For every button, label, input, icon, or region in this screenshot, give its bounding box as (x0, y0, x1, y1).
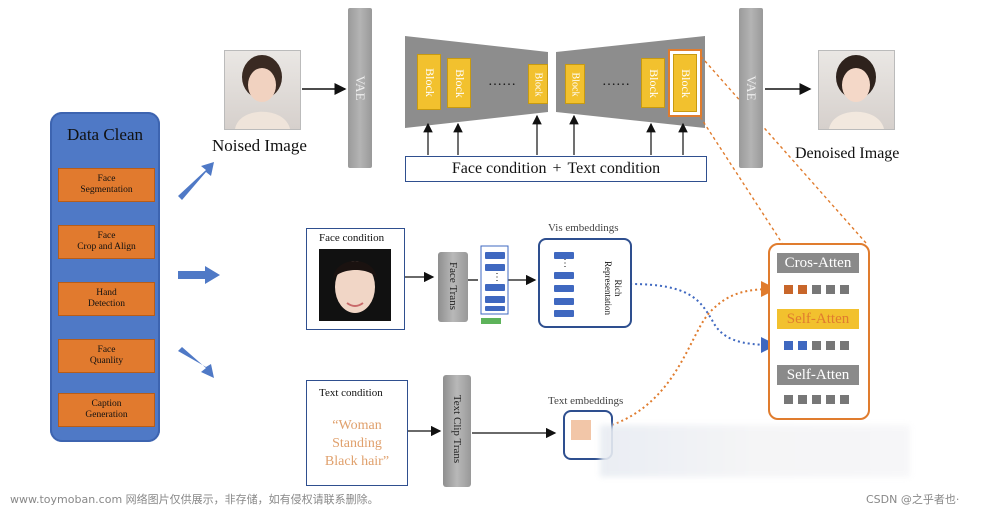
rich-representation-label: Rich Representation (602, 261, 623, 315)
data-clean-item-face-segmentation: Face Segmentation (58, 168, 155, 202)
encoder-ellipsis: …… (488, 74, 516, 89)
vae-decoder-label: VAE (744, 75, 759, 101)
text-token (571, 420, 591, 440)
face-trans-module: Face Trans (438, 252, 468, 322)
vis-embeddings-label: Vis embeddings (548, 222, 619, 234)
decoder-ellipsis: …… (602, 74, 630, 89)
unet-block-6-highlighted: Block (673, 54, 697, 112)
vae-encoder-label: VAE (353, 75, 368, 101)
condition-bar: Face condition + Text condition (405, 156, 707, 182)
text-condition-box: Text condition “Woman Standing Black hai… (306, 380, 408, 486)
face-condition-title: Face condition (319, 232, 385, 244)
data-clean-item-face-crop-align: Face Crop and Align (58, 225, 155, 259)
noised-image (224, 50, 301, 130)
text-embeddings-label: Text embeddings (548, 395, 624, 407)
data-clean-panel (50, 112, 160, 442)
text-clip-trans-label: Text Clip Trans (451, 394, 463, 464)
data-clean-item-caption-generation: Caption Generation (58, 393, 155, 427)
face-condition-image (319, 249, 391, 321)
condition-text: Text condition (567, 160, 661, 177)
text-condition-title: Text condition (319, 387, 383, 399)
face-token-column: ⋮ (482, 248, 508, 314)
noised-image-label: Noised Image (212, 136, 307, 155)
denoised-image-label: Denoised Image (795, 145, 900, 162)
blurred-region (600, 425, 910, 477)
text-clip-trans-module: Text Clip Trans (443, 375, 471, 487)
unet-decoder (556, 36, 705, 128)
vae-encoder: VAE (348, 8, 372, 168)
denoised-image (818, 50, 895, 130)
unet-block-3: Block (528, 64, 548, 104)
vis-embeddings-box: ⋮ Rich Representation (538, 238, 632, 328)
unet-block-4: Block (565, 64, 585, 104)
self-attention-label-1: Self-Atten (777, 309, 859, 329)
watermark-left: www.toymoban.com 网络图片仅供展示，非存储，如有侵权请联系删除。 (10, 493, 379, 506)
text-prompt: “Woman Standing Black hair” (324, 418, 390, 469)
attention-panel: Cros-Atten Self-Atten Self-Atten (768, 243, 870, 420)
unet-block-2: Block (447, 58, 471, 108)
data-clean-item-face-quality: Face Quanlity (58, 339, 155, 373)
self-attention-label-2: Self-Atten (777, 365, 859, 385)
vae-decoder: VAE (739, 8, 763, 168)
condition-plus: + (552, 160, 562, 177)
data-clean-title: Data Clean (67, 125, 143, 144)
condition-face: Face condition (451, 160, 547, 177)
data-clean-item-hand-detection: Hand Detection (58, 282, 155, 316)
watermark-right: CSDN @之乎者也· (866, 493, 960, 506)
unet-block-1: Block (417, 54, 441, 110)
face-trans-label: Face Trans (447, 262, 459, 310)
cross-attention-label: Cros-Atten (777, 253, 859, 273)
data-clean-arrows (178, 162, 220, 378)
face-condition-box: Face condition (306, 228, 405, 330)
unet-block-5: Block (641, 58, 665, 108)
